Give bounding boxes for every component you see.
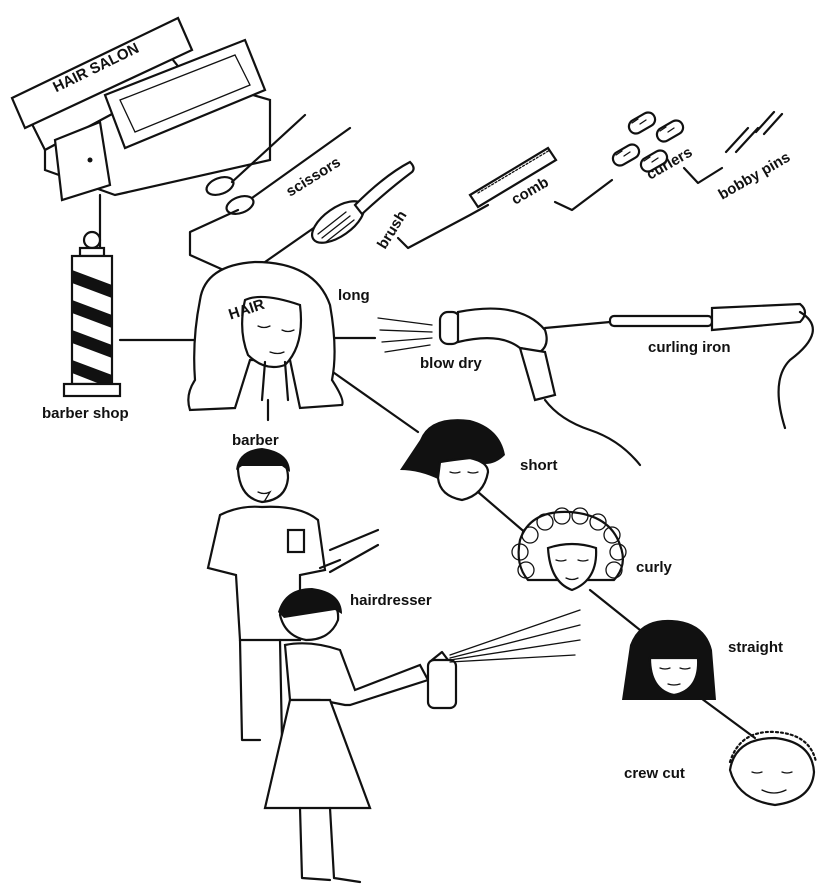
hair-salon-building: HAIR SALON [12, 18, 270, 200]
label-curlers: curlers [644, 144, 696, 184]
label-short: short [520, 457, 558, 474]
brush-to-comb-line [398, 205, 488, 248]
curling-iron-icon [610, 304, 813, 428]
hair-to-brush-line [265, 225, 318, 262]
curly-hair-head [512, 508, 626, 590]
hair-to-scissors-line [190, 210, 238, 272]
short-to-curly-line [478, 492, 528, 535]
label-blow-dry: blow dry [420, 355, 482, 372]
blowdry-to-curlingiron-line [545, 322, 610, 328]
label-bobby-pins: bobby pins [716, 149, 794, 204]
label-barber: barber [232, 432, 279, 449]
spray-can [428, 660, 456, 708]
hairdresser-figure [265, 588, 580, 882]
door-knob [88, 158, 93, 163]
blow-dryer-icon [378, 309, 640, 465]
barber-pole-top-knob [84, 232, 100, 248]
barber-pole-base [64, 384, 120, 396]
label-straight: straight [728, 639, 783, 656]
comb-to-curlers-line [555, 180, 612, 210]
label-curly: curly [636, 559, 673, 576]
label-curling-iron: curling iron [648, 339, 731, 356]
label-long: long [338, 287, 370, 304]
bobby-pins-icon [726, 112, 782, 152]
long-hair-head: HAIR [188, 262, 342, 410]
curlers-to-bobbypins-line [684, 168, 722, 183]
barber-pole [64, 232, 120, 396]
label-barber-shop: barber shop [42, 405, 129, 422]
label-crew-cut: crew cut [624, 765, 685, 782]
straight-hair-head [622, 620, 716, 700]
label-hairdresser: hairdresser [350, 592, 432, 609]
crew-cut-head [730, 732, 816, 805]
label-scissors: scissors [283, 154, 344, 201]
curly-to-straight-line [590, 590, 640, 630]
